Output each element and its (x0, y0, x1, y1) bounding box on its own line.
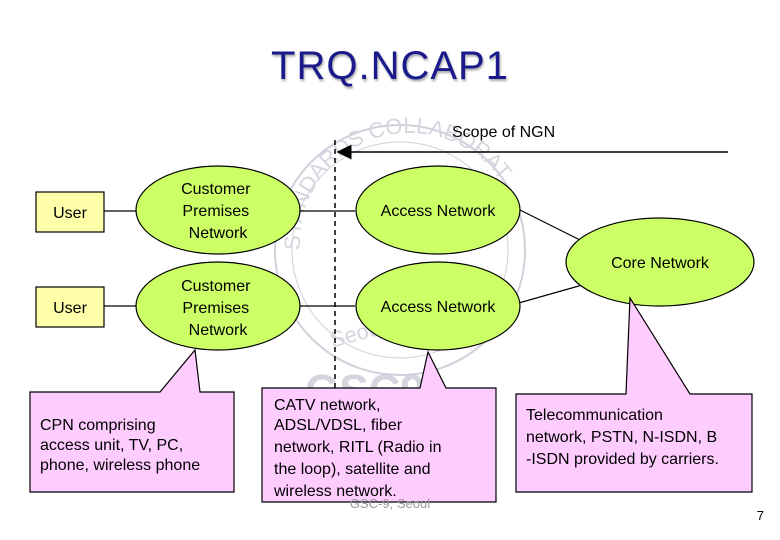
callout-access-text: CATV network, ADSL/VDSL, fiber network, … (273, 397, 446, 500)
page-title: TRQ.NCAP1 (271, 44, 509, 88)
scope-label: Scope of NGN (452, 124, 555, 141)
callout-cpn-text: CPN comprising access unit, TV, PC, phon… (40, 417, 200, 474)
callout-core-text: Telecommunication network, PSTN, N-ISDN,… (526, 407, 722, 468)
footer-text: GSC-9, Seoul (350, 496, 430, 511)
cpn-label-1: Customer Premises Network (181, 181, 255, 242)
user-label-1: User (53, 205, 87, 222)
cpn-ellipse-2 (135, 261, 301, 351)
core-label: Core Network (611, 255, 710, 272)
access-label-2: Access Network (381, 299, 497, 316)
core-ellipse (565, 217, 755, 307)
access-ellipse-1 (355, 165, 521, 255)
callout-core (515, 296, 753, 493)
cpn-ellipse-1 (135, 165, 301, 255)
page-number: 7 (757, 508, 764, 523)
access-ellipse-2 (355, 261, 521, 351)
callout-cpn (29, 348, 235, 493)
user-label-2: User (53, 300, 87, 317)
user-box-2 (35, 286, 105, 328)
callout-access (261, 350, 497, 503)
cpn-label-2: Customer Premises Network (181, 278, 255, 339)
access-label-1: Access Network (381, 203, 497, 220)
user-box-1 (35, 191, 105, 233)
